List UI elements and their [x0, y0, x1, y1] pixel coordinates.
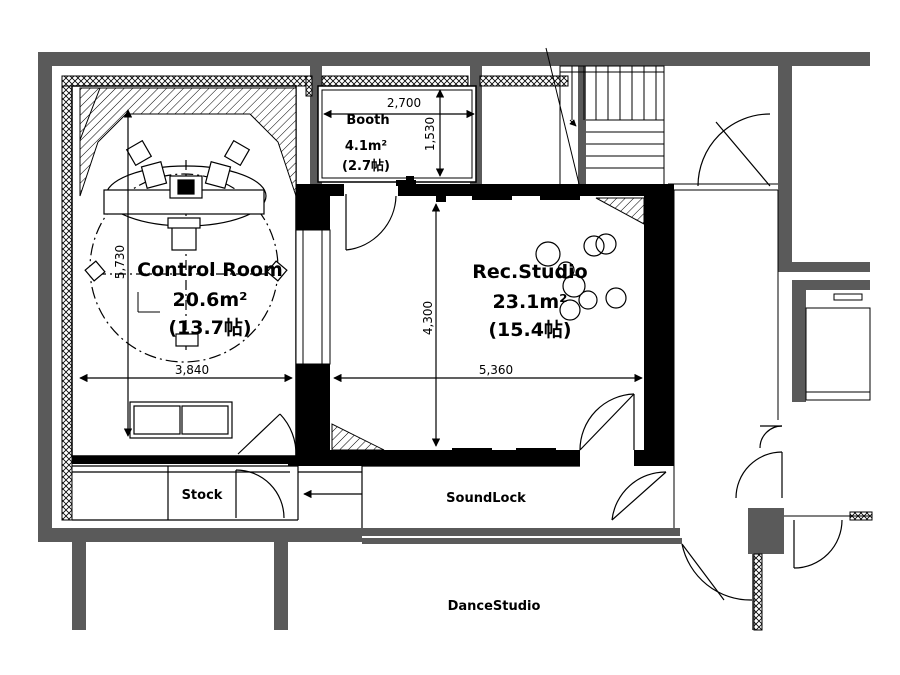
- studio-walls: [72, 184, 674, 466]
- booth-tatami: (2.7帖): [342, 158, 390, 174]
- wall-marks: [396, 176, 648, 452]
- dancestudio-label: DanceStudio: [448, 599, 541, 614]
- staircase: [545, 47, 665, 189]
- booth-area: 4.1m²: [345, 139, 387, 154]
- control-window: [295, 229, 331, 365]
- doors: [235, 113, 843, 601]
- control-room-label: Control Room 20.6m² (13.7帖): [137, 259, 283, 339]
- drum-kit: [535, 233, 627, 321]
- control-room-name: Control Room: [137, 259, 283, 281]
- control-room-width-dim: 3,840: [175, 363, 209, 377]
- booth-width-dim: 2,700: [387, 96, 421, 110]
- booth-label: Booth 4.1m² (2.7帖): [342, 113, 390, 174]
- rec-studio-area: 23.1m²: [493, 291, 568, 313]
- rec-studio-width-dim: 5,360: [479, 363, 513, 377]
- rec-studio-label: Rec.Studio 23.1m² (15.4帖): [472, 261, 587, 341]
- dimension-lines: [79, 89, 643, 447]
- stock-label: Stock: [182, 488, 223, 503]
- rec-studio-tatami: (15.4帖): [488, 318, 571, 341]
- lower-corridor: [72, 465, 580, 528]
- corridor: [668, 183, 871, 528]
- rec-studio-name: Rec.Studio: [472, 261, 587, 283]
- control-room-tatami: (13.7帖): [168, 316, 251, 339]
- soundlock-label: SoundLock: [446, 491, 526, 506]
- booth-name: Booth: [346, 113, 389, 128]
- control-room-depth-dim: 5,730: [113, 245, 127, 279]
- rec-studio-depth-dim: 4,300: [421, 301, 435, 335]
- acoustic-panels: [79, 87, 645, 451]
- booth-room: [317, 85, 477, 183]
- control-room-area: 20.6m²: [173, 289, 248, 311]
- booth-depth-dim: 1,530: [423, 117, 437, 151]
